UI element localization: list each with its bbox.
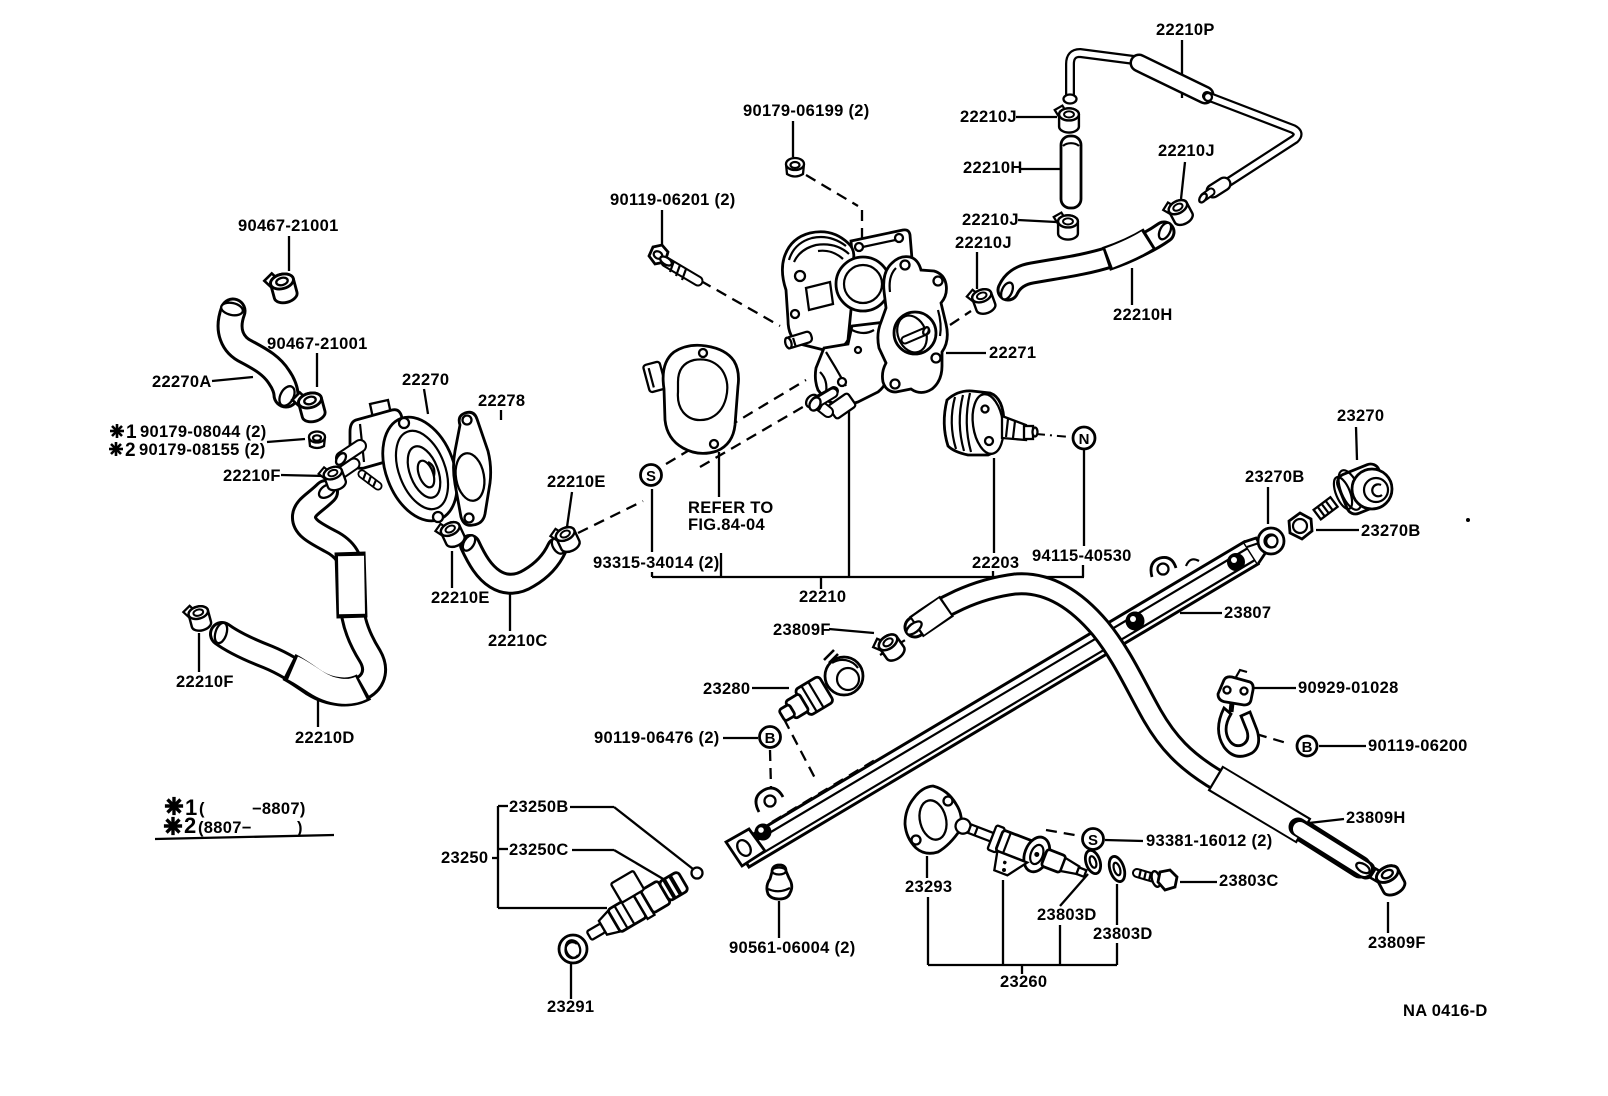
svg-text:22203: 22203 [972, 554, 1019, 572]
svg-text:22210E: 22210E [431, 589, 490, 607]
svg-text:22210J: 22210J [962, 211, 1019, 229]
svg-text:NA 0416-D: NA 0416-D [1403, 1002, 1488, 1020]
svg-text:22278: 22278 [478, 392, 525, 410]
svg-text:93381-16012 (2): 93381-16012 (2) [1146, 832, 1273, 850]
svg-text:−8807): −8807) [252, 800, 306, 818]
svg-text:23809H: 23809H [1346, 809, 1406, 827]
svg-text:B: B [765, 730, 776, 747]
svg-text:S: S [646, 468, 656, 485]
svg-text:22210D: 22210D [295, 729, 355, 747]
svg-text:22210J: 22210J [1158, 142, 1215, 160]
svg-text:23250C: 23250C [509, 841, 569, 859]
svg-text:23803D: 23803D [1093, 925, 1153, 943]
svg-text:B: B [1302, 739, 1313, 756]
svg-text:22210H: 22210H [1113, 306, 1173, 324]
svg-text:22210J: 22210J [960, 108, 1017, 126]
svg-text:90561-06004 (2): 90561-06004 (2) [729, 939, 856, 957]
svg-text:23280: 23280 [703, 680, 750, 698]
svg-text:22210: 22210 [799, 588, 846, 606]
svg-text:90119-06200: 90119-06200 [1368, 737, 1468, 755]
svg-text:22210P: 22210P [1156, 21, 1215, 39]
svg-text:(8807−: (8807− [198, 819, 252, 837]
svg-text:93315-34014 (2): 93315-34014 (2) [593, 554, 720, 572]
svg-text:N: N [1079, 431, 1090, 448]
svg-text:22210C: 22210C [488, 632, 548, 650]
svg-text:22270: 22270 [402, 371, 449, 389]
svg-text:90467-21001: 90467-21001 [238, 217, 339, 235]
svg-text:22270A: 22270A [152, 373, 212, 391]
svg-text:90179-06199 (2): 90179-06199 (2) [743, 102, 870, 120]
svg-text:23270B: 23270B [1361, 522, 1421, 540]
svg-text:23293: 23293 [905, 878, 952, 896]
svg-text:23270B: 23270B [1245, 468, 1305, 486]
svg-text:): ) [297, 819, 303, 837]
svg-text:(: ( [199, 800, 205, 818]
svg-text:23291: 23291 [547, 998, 594, 1016]
svg-text:90179-08155 (2): 90179-08155 (2) [139, 441, 266, 459]
svg-text:23809F: 23809F [1368, 934, 1426, 952]
svg-text:90467-21001: 90467-21001 [267, 335, 368, 353]
svg-text:90119-06476 (2): 90119-06476 (2) [594, 729, 720, 747]
svg-text:23807: 23807 [1224, 604, 1271, 622]
svg-text:1: 1 [185, 795, 198, 820]
svg-text:22210J: 22210J [955, 234, 1012, 252]
svg-text:22271: 22271 [989, 344, 1036, 362]
svg-text:23803D: 23803D [1037, 906, 1097, 924]
svg-text:23803C: 23803C [1219, 872, 1279, 890]
svg-text:90119-06201 (2): 90119-06201 (2) [610, 191, 736, 209]
svg-text:23250: 23250 [441, 849, 488, 867]
svg-text:REFER TO: REFER TO [688, 499, 774, 517]
svg-text:90179-08044 (2): 90179-08044 (2) [140, 423, 267, 441]
svg-text:FIG.84-04: FIG.84-04 [688, 516, 766, 534]
svg-text:22210F: 22210F [176, 673, 234, 691]
svg-text:2: 2 [184, 813, 197, 838]
svg-text:22210F: 22210F [223, 467, 281, 485]
svg-text:S: S [1088, 832, 1098, 849]
svg-text:94115-40530: 94115-40530 [1032, 547, 1132, 565]
svg-text:23270: 23270 [1337, 407, 1384, 425]
svg-text:22210E: 22210E [547, 473, 606, 491]
svg-text:22210H: 22210H [963, 159, 1023, 177]
svg-text:23260: 23260 [1000, 973, 1047, 991]
svg-text:23809F: 23809F [773, 621, 831, 639]
svg-text:1: 1 [126, 422, 137, 443]
svg-text:2: 2 [125, 440, 136, 461]
svg-text:90929-01028: 90929-01028 [1298, 679, 1399, 697]
svg-text:23250B: 23250B [509, 798, 569, 816]
